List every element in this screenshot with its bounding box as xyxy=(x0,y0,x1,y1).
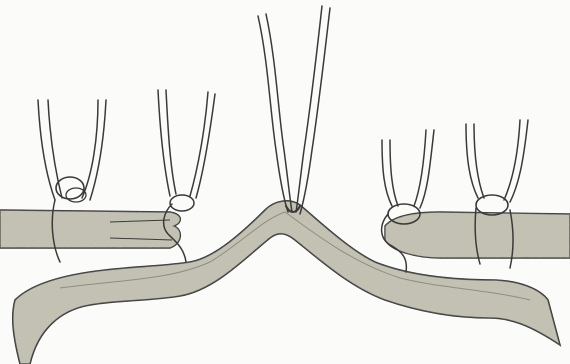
suture-knot-4 xyxy=(476,195,508,215)
suture-thread-5 xyxy=(258,16,288,212)
suture-knot-2 xyxy=(170,195,194,211)
suture-thread-2 xyxy=(82,100,106,200)
suture-thread-1 xyxy=(38,100,62,200)
suture-thread-7 xyxy=(382,140,398,206)
suture-thread-4 xyxy=(190,92,215,198)
left-tissue-segment xyxy=(0,210,180,248)
suture-thread-8 xyxy=(414,130,434,208)
suture-thread-9 xyxy=(466,124,484,198)
suture-thread-10 xyxy=(504,120,528,202)
suture-thread-3 xyxy=(158,90,176,196)
